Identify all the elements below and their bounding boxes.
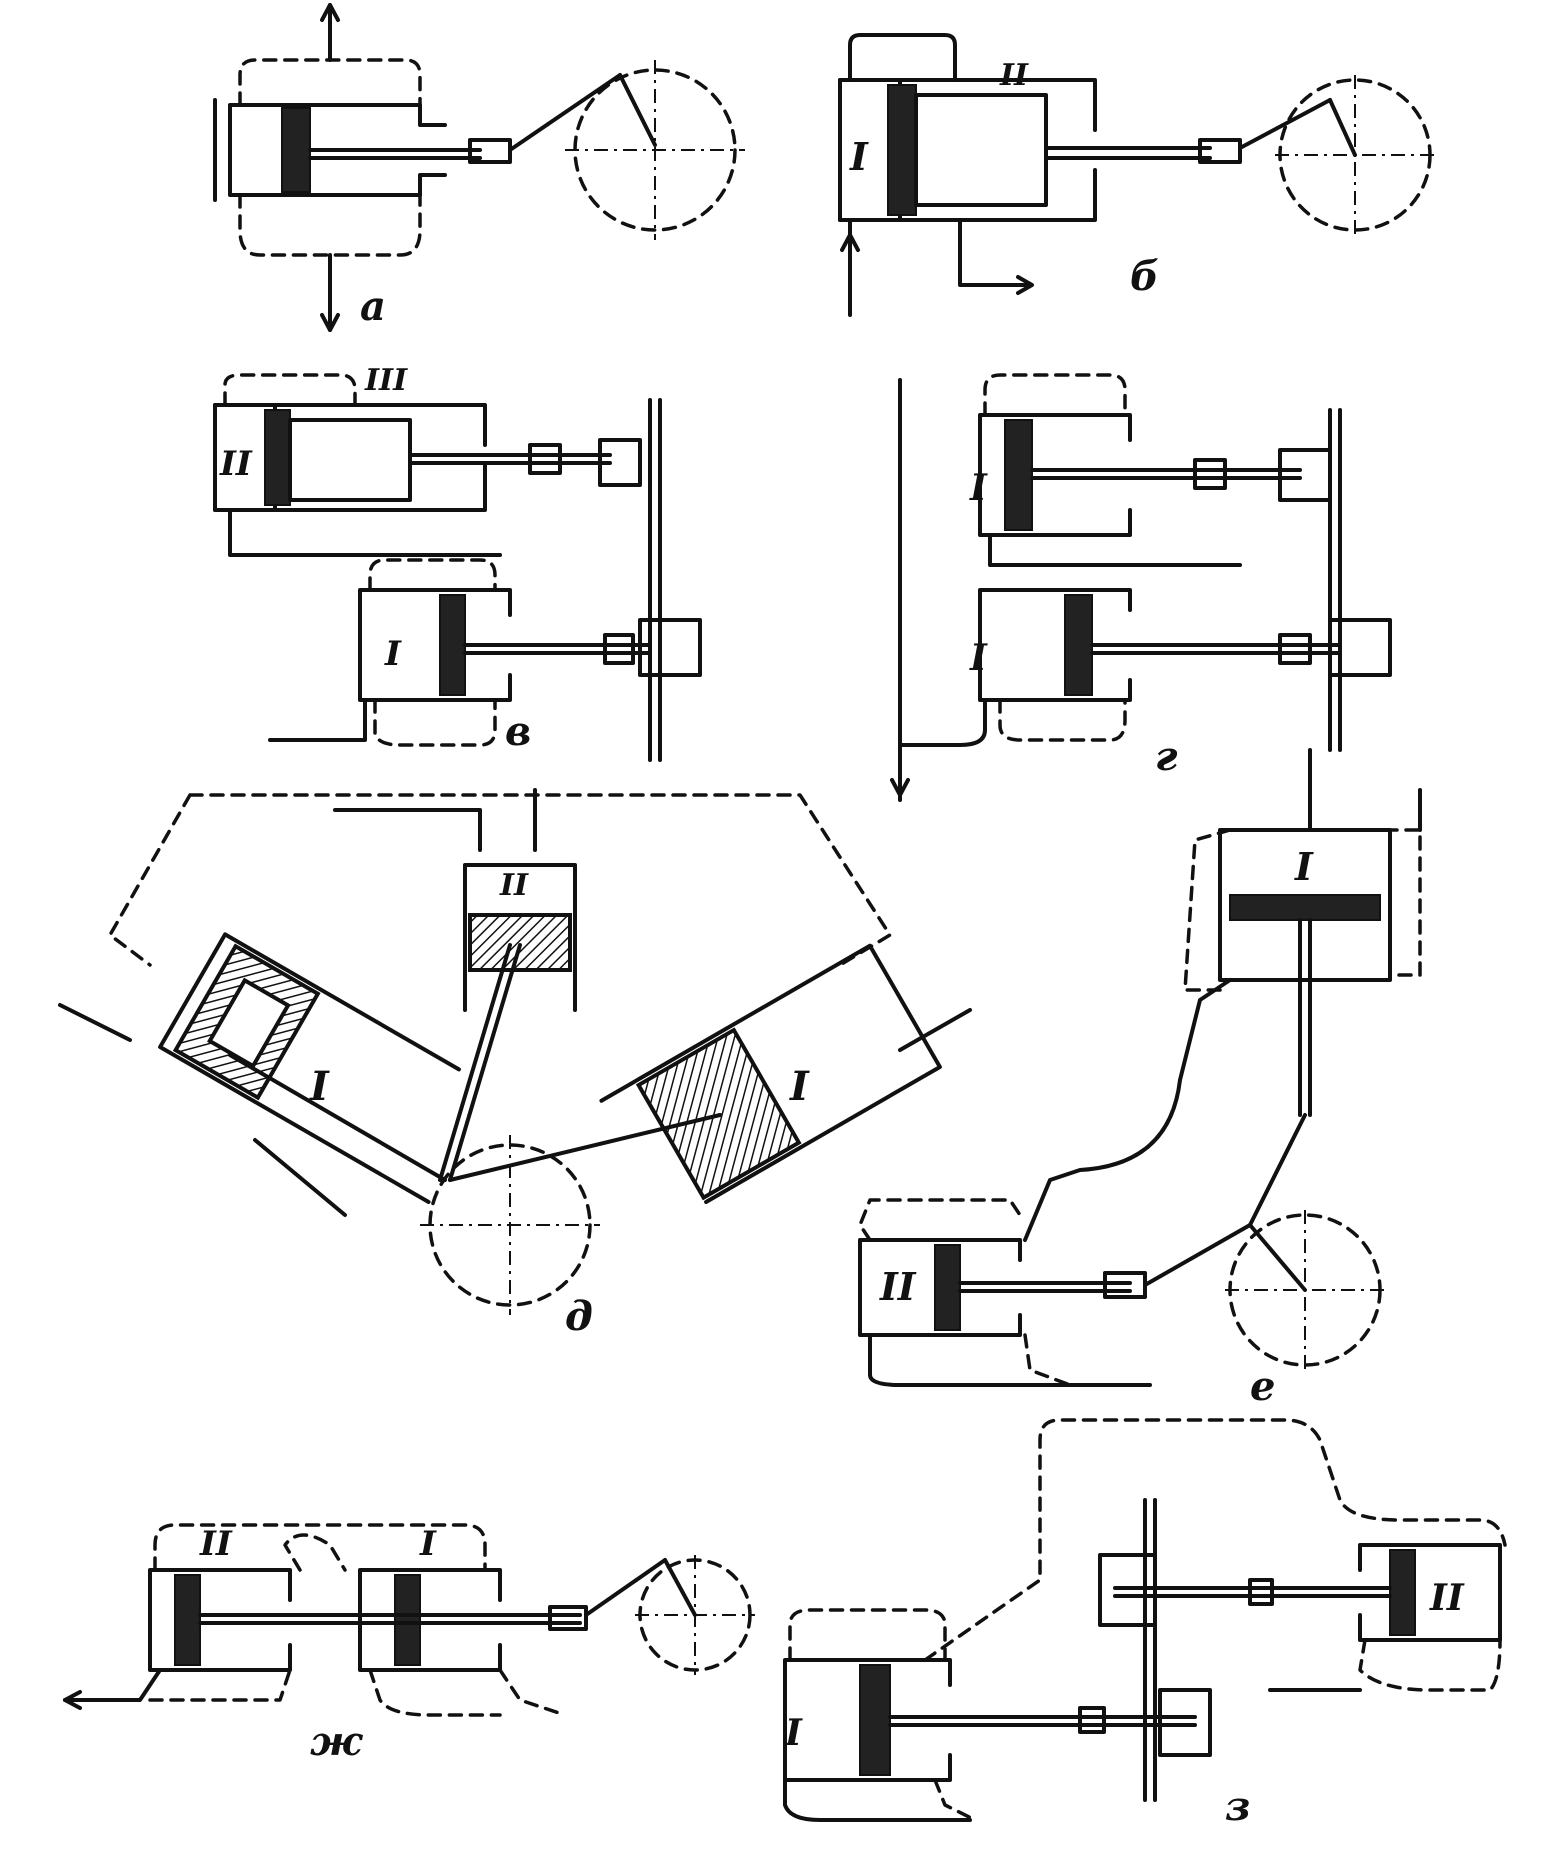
panel-e-cylinder-I: I	[1294, 844, 1314, 889]
panel-z-cylinder-II: II	[1429, 1577, 1465, 1619]
panel-e-vertical-horizontal: I II е	[858, 748, 1422, 1410]
panel-d-radial-three-cylinder: II I I д	[58, 788, 972, 1340]
panel-v-triple-expansion: II III I в	[213, 363, 702, 762]
panel-d-right-cylinder-I: I	[789, 1063, 810, 1110]
panel-v-cylinder-I: I	[384, 634, 402, 674]
panel-d-cylinder-II: II	[499, 868, 529, 903]
panel-v-caption: в	[505, 708, 531, 755]
panel-b-caption: б	[1130, 253, 1159, 300]
panel-v-cylinder-III: III	[364, 363, 408, 398]
panel-d-left-cylinder-I: I	[309, 1063, 330, 1110]
panel-g-twin-cylinder: I I г	[890, 373, 1392, 802]
panel-a-single-cylinder-engine: а	[213, 3, 745, 332]
panel-g-caption: г	[1155, 733, 1178, 780]
panel-zh-cylinder-II: II	[199, 1524, 233, 1564]
panel-z-caption: з	[1225, 1783, 1251, 1830]
panel-g-upper-cylinder-I: I	[969, 467, 988, 509]
panel-z-cross-compound: II I з	[783, 1418, 1507, 1830]
panel-z-cylinder-I: I	[784, 1712, 803, 1754]
panel-g-lower-cylinder-I: I	[969, 637, 988, 679]
panel-b-compound-tandem: I II б	[838, 33, 1435, 317]
panel-zh-cylinder-I: I	[419, 1524, 437, 1564]
panel-b-cylinder-II: II	[999, 58, 1029, 93]
panel-zh-tandem-compound: II I ж	[63, 1523, 755, 1765]
panel-a-caption: а	[360, 283, 386, 330]
panel-e-caption: е	[1250, 1363, 1275, 1410]
panel-zh-caption: ж	[310, 1718, 363, 1765]
panel-d-caption: д	[565, 1293, 593, 1340]
panel-e-cylinder-II: II	[879, 1264, 917, 1309]
panel-v-cylinder-II: II	[219, 444, 253, 484]
panel-b-cylinder-I: I	[849, 134, 869, 179]
